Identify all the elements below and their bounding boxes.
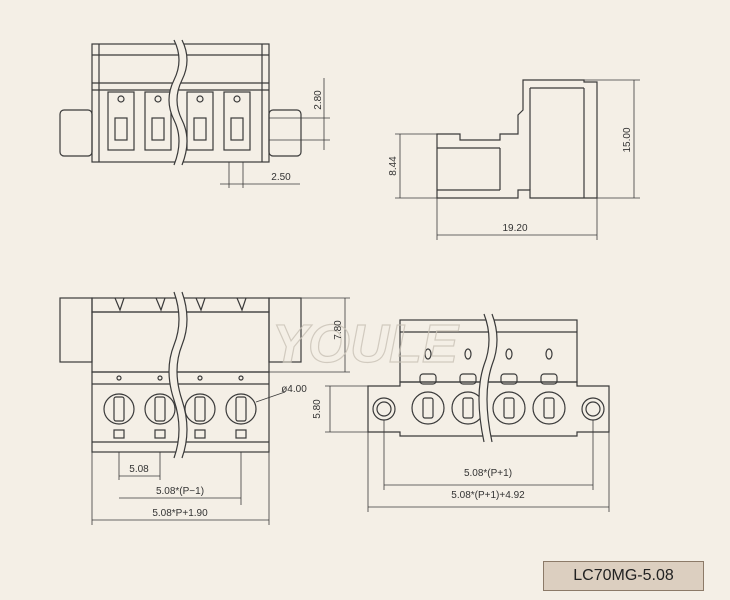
dim-side-length: 19.20 [502, 223, 527, 234]
side-view [395, 79, 640, 240]
top-view-terminals [107, 91, 251, 151]
flange-view-top-slots [424, 348, 553, 360]
flange-view-terminals [411, 373, 566, 425]
dim-flange-height: 5.80 [312, 399, 323, 419]
dim-flange-total: 5.08*(P+1)+4.92 [451, 490, 525, 501]
part-number-label: LC70MG-5.08 [543, 561, 704, 591]
flange-view [325, 312, 610, 512]
dim-top-width: 2.50 [271, 172, 291, 183]
dim-flange-span: 5.08*(P+1) [464, 468, 512, 479]
dim-front-pitch: 5.08 [129, 464, 149, 475]
top-view [59, 38, 330, 188]
dim-top-height: 2.80 [313, 90, 324, 110]
front-view-holes [103, 375, 257, 439]
watermark: YOULE [272, 314, 460, 374]
dim-front-height-top: 7.80 [333, 320, 344, 340]
dim-front-total: 5.08*P+1.90 [152, 508, 208, 519]
front-view [59, 290, 350, 525]
dim-side-height-total: 15.00 [622, 127, 633, 152]
dim-side-height-small: 8.44 [388, 156, 399, 176]
dim-front-hole: ø4.00 [281, 384, 307, 395]
dim-front-span: 5.08*(P−1) [156, 486, 204, 497]
